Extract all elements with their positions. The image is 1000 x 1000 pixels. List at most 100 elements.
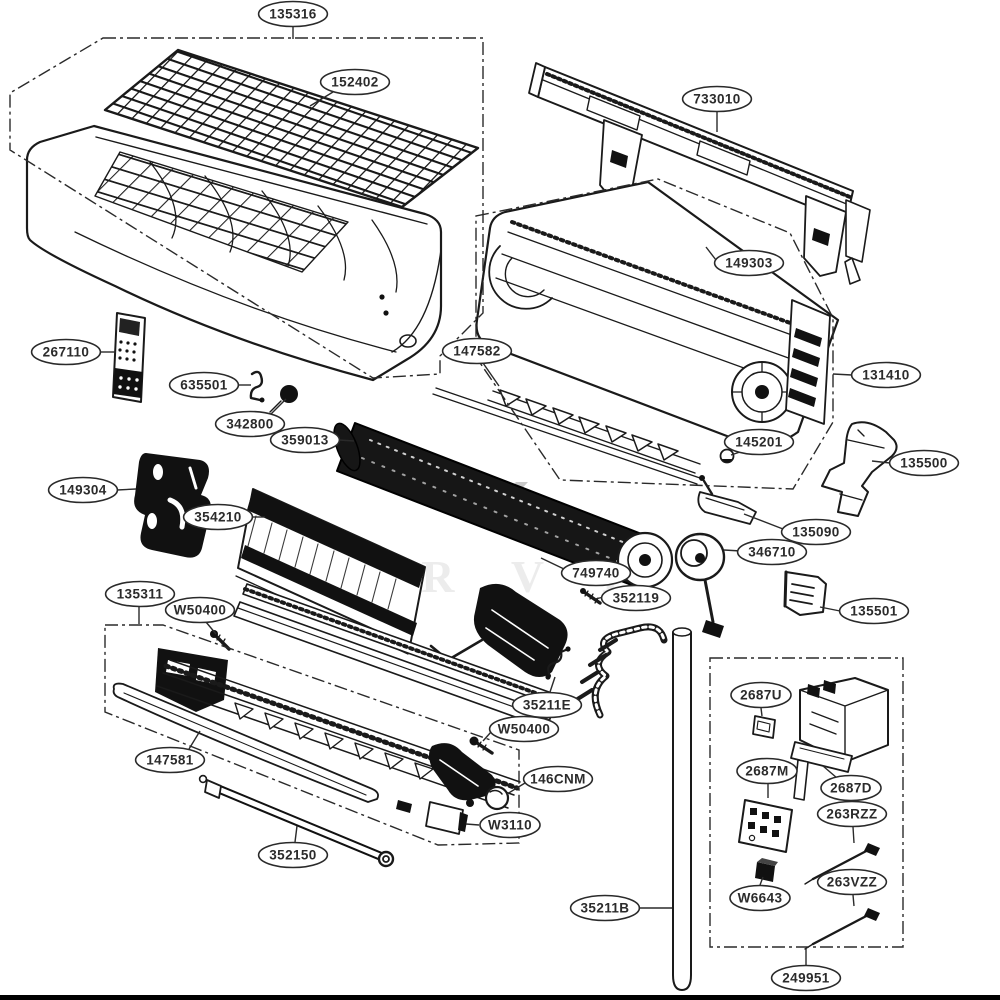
screw-part-w50400-bottom	[469, 736, 494, 755]
leader-line	[506, 782, 526, 795]
part-number-text: 352119	[613, 591, 660, 606]
round-cap-part	[269, 385, 298, 413]
part-number-text: 147582	[453, 344, 500, 359]
label-oval	[729, 884, 791, 912]
leader-line	[852, 826, 855, 844]
part-label-267110: 267110	[30, 338, 116, 366]
part-label-135090: 135090	[743, 513, 852, 546]
leader-line	[482, 362, 500, 387]
front-panel-assembly-box	[9, 37, 484, 379]
leader-line	[482, 731, 492, 742]
part-label-346710: 346710	[723, 538, 808, 566]
part-number-text: W3110	[488, 818, 532, 833]
part-label-W6643: W6643	[729, 876, 791, 912]
capacitor-part-w6643	[755, 862, 775, 882]
part-number-text: 149304	[59, 483, 107, 498]
part-number-text: 2687D	[830, 781, 872, 796]
leader-line	[465, 823, 480, 826]
front-cabinet-part	[25, 124, 443, 382]
part-number-text: 359013	[281, 433, 329, 448]
label-oval	[730, 681, 792, 709]
label-oval	[182, 503, 254, 531]
wire-part-263rzz	[811, 846, 874, 881]
part-number-text: 135500	[900, 456, 947, 471]
label-oval	[569, 894, 641, 922]
main-pcb-assembly-part	[799, 677, 889, 763]
part-label-342800: 342800	[214, 398, 287, 438]
label-oval	[168, 371, 240, 399]
label-oval	[770, 964, 842, 992]
cabinet-indicator-dot	[383, 310, 389, 316]
wire-part-263vzz	[811, 911, 874, 946]
part-number-text: 263RZZ	[826, 807, 877, 822]
part-number-text: 135316	[269, 7, 317, 22]
leader-line	[116, 488, 137, 491]
part-label-149304: 149304	[47, 476, 137, 504]
connector-part-2687u	[752, 715, 776, 739]
part-label-359013: 359013	[269, 426, 355, 454]
label-oval	[319, 68, 391, 96]
part-label-263VZZ: 263VZZ	[816, 868, 888, 907]
part-number-text: 352150	[269, 848, 316, 863]
screw-part-w50400-top	[210, 630, 231, 651]
wall-mount-bracket-part	[528, 62, 871, 285]
leader-line	[822, 765, 838, 779]
label-oval	[816, 800, 888, 828]
part-number-text: 354210	[194, 510, 241, 525]
part-number-text: 346710	[748, 545, 795, 560]
leader-line	[760, 707, 763, 717]
part-labels-layer: 1353161524027330101493032671106355013428…	[30, 0, 960, 992]
part-label-354210: 354210	[182, 503, 265, 531]
part-number-text: 146CNM	[530, 772, 586, 787]
label-oval	[850, 361, 922, 389]
leader-line	[294, 825, 298, 843]
label-oval	[820, 774, 882, 802]
part-label-749740: 749740	[540, 557, 632, 587]
part-number-text: 147581	[146, 753, 194, 768]
foot-bracket-part	[821, 421, 898, 517]
part-label-135501: 135501	[819, 597, 910, 625]
cap-part-146cnm	[484, 785, 510, 811]
part-number-text: 342800	[226, 417, 273, 432]
screw-part-352119	[580, 588, 602, 605]
control-box-parts	[738, 677, 889, 950]
drain-hose-harness-part	[574, 623, 668, 719]
part-number-text: 749740	[572, 566, 619, 581]
part-number-text: 135501	[850, 604, 898, 619]
leader-line	[832, 373, 853, 376]
part-label-135500: 135500	[871, 449, 960, 477]
louver-teeth	[499, 389, 679, 461]
label-oval	[736, 757, 798, 785]
part-label-147582: 147582	[441, 337, 513, 387]
part-number-text: 149303	[725, 256, 773, 271]
remote-screen	[119, 318, 140, 336]
leader-line	[205, 621, 217, 635]
part-label-263RZZ: 263RZZ	[816, 800, 888, 844]
part-label-249951: 249951	[770, 948, 842, 992]
label-oval	[47, 476, 119, 504]
label-oval	[816, 868, 888, 896]
part-label-733010: 733010	[681, 85, 753, 132]
label-oval	[30, 338, 102, 366]
part-label-147581: 147581	[134, 730, 206, 774]
part-label-352119: 352119	[594, 584, 672, 612]
part-label-W50400-2: W50400	[482, 715, 560, 743]
label-oval	[681, 85, 753, 113]
refrigerant-pipe-part	[672, 627, 692, 991]
part-number-text: 2687U	[740, 688, 782, 703]
part-label-149303: 149303	[705, 246, 785, 277]
label-oval	[888, 449, 960, 477]
label-oval	[134, 746, 206, 774]
part-label-W3110: W3110	[465, 811, 541, 839]
leader-line	[188, 730, 201, 750]
support-clip-part	[249, 370, 265, 403]
leader-line	[270, 398, 287, 415]
leader-line	[743, 513, 784, 530]
part-label-2687U: 2687U	[730, 681, 792, 717]
leader-line	[338, 439, 355, 442]
bottom-black-bar	[0, 995, 1000, 1000]
label-oval	[164, 596, 236, 624]
part-label-W50400-1: W50400	[164, 596, 236, 635]
